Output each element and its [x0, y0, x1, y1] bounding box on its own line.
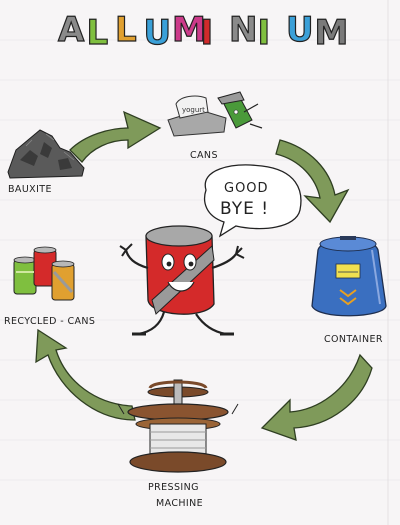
label-cans: CANS	[190, 150, 218, 161]
arrow-container-to-machine	[260, 353, 373, 441]
crushed-cans-icon: yogurt	[167, 91, 263, 137]
arrow-bauxite-to-cans	[69, 110, 162, 164]
title-letter: L	[115, 10, 137, 50]
title-letter: L	[87, 13, 109, 53]
title-letter: M	[172, 10, 206, 50]
blue-recycling-container-icon	[311, 236, 387, 317]
recycled-cans-icon	[13, 246, 75, 301]
arrow-cans-to-container	[275, 139, 350, 224]
speech-line-1: GOOD	[224, 181, 269, 196]
label-recycled-cans: RECYCLED - CANS	[4, 316, 95, 327]
bauxite-rock-icon	[7, 129, 85, 179]
speech-line-2: BYE !	[220, 199, 269, 219]
title-letter: A	[58, 10, 85, 50]
title-letter: N	[229, 10, 257, 50]
pressing-machine-icon	[117, 379, 239, 473]
title-letter: M	[315, 13, 349, 53]
title-letter: U	[144, 13, 172, 53]
title-letter: I	[258, 13, 271, 53]
label-pressing-line1: PRESSING	[148, 482, 199, 493]
label-container: CONTAINER	[324, 334, 383, 345]
speech-bubble	[203, 164, 302, 238]
svg-text:yogurt: yogurt	[182, 106, 205, 114]
label-bauxite: BAUXITE	[8, 184, 52, 195]
title-letter: I	[201, 13, 214, 53]
title-letter: U	[286, 10, 314, 50]
waving-can-character-icon	[119, 225, 245, 336]
arrow-machine-to-recycled	[35, 328, 136, 421]
label-pressing-line2: MACHINE	[156, 498, 203, 509]
cycle-arrows	[35, 110, 373, 441]
